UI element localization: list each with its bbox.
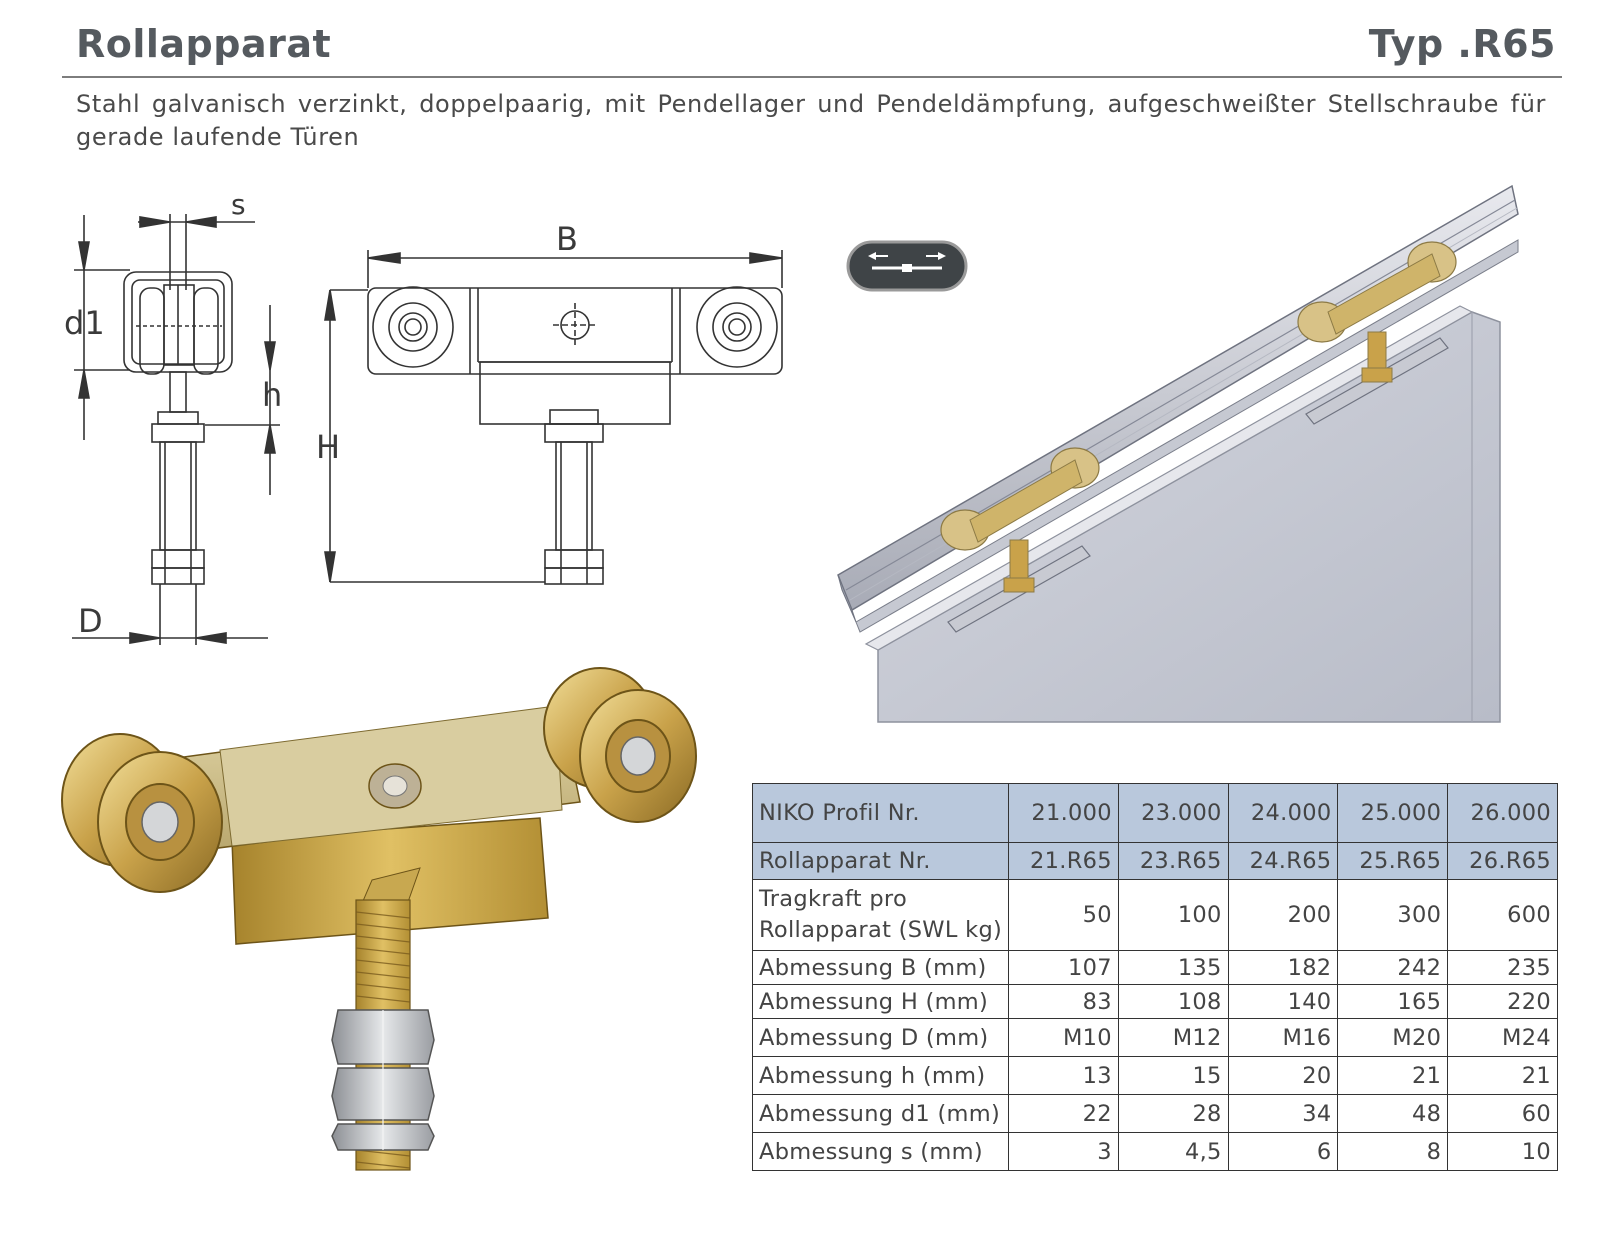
table-cell: 34 [1227, 1094, 1339, 1133]
label-B: B [556, 220, 578, 258]
table-cell: 23.R65 [1117, 842, 1229, 880]
table-cell: 6 [1227, 1132, 1339, 1171]
table-cell: 600 [1447, 879, 1558, 951]
row-label: Rollapparat Nr. [751, 842, 1010, 880]
table-row: Abmessung d1 (mm) 22 28 34 48 60 [751, 1094, 1558, 1133]
table-cell: 108 [1117, 984, 1229, 1019]
table-cell: 60 [1447, 1094, 1558, 1133]
table-cell: 21.R65 [1008, 842, 1119, 880]
table-cell: 50 [1008, 879, 1119, 951]
table-cell: 3 [1008, 1132, 1119, 1171]
installation-illustration [837, 184, 1519, 723]
header-rule [62, 76, 1562, 78]
table-cell: M16 [1227, 1018, 1339, 1057]
table-row: Abmessung H (mm) 83 108 140 165 220 [751, 984, 1558, 1019]
table-cell: 100 [1117, 879, 1229, 951]
row-label-line: Rollapparat (SWL kg) [759, 917, 1003, 943]
table-row: Abmessung D (mm) M10 M12 M16 M20 M24 [751, 1018, 1558, 1057]
table-cell: 235 [1447, 950, 1558, 985]
table-row: Rollapparat Nr. 21.R65 23.R65 24.R65 25.… [751, 842, 1558, 880]
table-cell: 26.000 [1447, 783, 1558, 843]
table-cell: 140 [1227, 984, 1339, 1019]
table-cell: 165 [1337, 984, 1449, 1019]
table-cell: 21 [1447, 1056, 1558, 1095]
page-title: Rollapparat [76, 22, 332, 66]
table-cell: M12 [1117, 1018, 1229, 1057]
table-cell: 26.R65 [1447, 842, 1558, 880]
table-cell: 8 [1337, 1132, 1449, 1171]
table-cell: M20 [1337, 1018, 1449, 1057]
table-cell: M24 [1447, 1018, 1558, 1057]
table-cell: 48 [1337, 1094, 1449, 1133]
table-cell: 83 [1008, 984, 1119, 1019]
row-label: Abmessung s (mm) [751, 1132, 1010, 1171]
side-view-drawing [72, 214, 280, 645]
table-row: Tragkraft pro Rollapparat (SWL kg) 50 10… [751, 879, 1558, 951]
table-row: Abmessung B (mm) 107 135 182 242 235 [751, 950, 1558, 985]
label-H: H [316, 428, 341, 466]
row-label: Abmessung H (mm) [751, 984, 1010, 1019]
table-cell: 25.R65 [1337, 842, 1449, 880]
roller-left [940, 447, 1100, 593]
table-cell: 10 [1447, 1132, 1558, 1171]
label-D: D [78, 602, 103, 640]
table-cell: 21 [1337, 1056, 1449, 1095]
table-cell: 24.R65 [1227, 842, 1339, 880]
table-cell: 242 [1337, 950, 1449, 985]
label-d1: d1 [64, 304, 105, 342]
row-label: Tragkraft pro Rollapparat (SWL kg) [751, 879, 1010, 951]
row-label: Abmessung d1 (mm) [751, 1094, 1010, 1133]
table-cell: 200 [1227, 879, 1339, 951]
table-cell: 107 [1008, 950, 1119, 985]
table-cell: 20 [1227, 1056, 1339, 1095]
row-label: Abmessung B (mm) [751, 950, 1010, 985]
label-s: s [231, 188, 246, 221]
table-cell: 182 [1227, 950, 1339, 985]
table-cell: 22 [1008, 1094, 1119, 1133]
table-cell: 13 [1008, 1056, 1119, 1095]
table-cell: M10 [1008, 1018, 1119, 1057]
table-cell: 25.000 [1337, 783, 1449, 843]
row-label: NIKO Profil Nr. [751, 783, 1010, 843]
row-label: Abmessung D (mm) [751, 1018, 1010, 1057]
sliding-door-icon [846, 240, 968, 292]
table-cell: 135 [1117, 950, 1229, 985]
front-view-drawing [324, 250, 783, 585]
product-photo [61, 667, 697, 1171]
table-cell: 300 [1337, 879, 1449, 951]
table-cell: 4,5 [1117, 1132, 1229, 1171]
table-cell: 21.000 [1008, 783, 1119, 843]
row-label-line: Tragkraft pro [759, 886, 908, 912]
table-cell: 24.000 [1227, 783, 1339, 843]
label-h: h [262, 376, 283, 414]
table-cell: 23.000 [1117, 783, 1229, 843]
table-row: Abmessung h (mm) 13 15 20 21 21 [751, 1056, 1558, 1095]
table-row: NIKO Profil Nr. 21.000 23.000 24.000 25.… [751, 783, 1558, 843]
row-label: Abmessung h (mm) [751, 1056, 1010, 1095]
table-cell: 15 [1117, 1056, 1229, 1095]
product-description: Stahl galvanisch verzinkt, doppelpaarig,… [76, 90, 1546, 151]
table-row: Abmessung s (mm) 3 4,5 6 8 10 [751, 1132, 1558, 1171]
roller-right [1297, 241, 1457, 383]
specification-table: NIKO Profil Nr. 21.000 23.000 24.000 25.… [751, 783, 1558, 1171]
table-cell: 28 [1117, 1094, 1229, 1133]
type-label: Typ .R65 [1368, 22, 1556, 66]
table-cell: 220 [1447, 984, 1558, 1019]
